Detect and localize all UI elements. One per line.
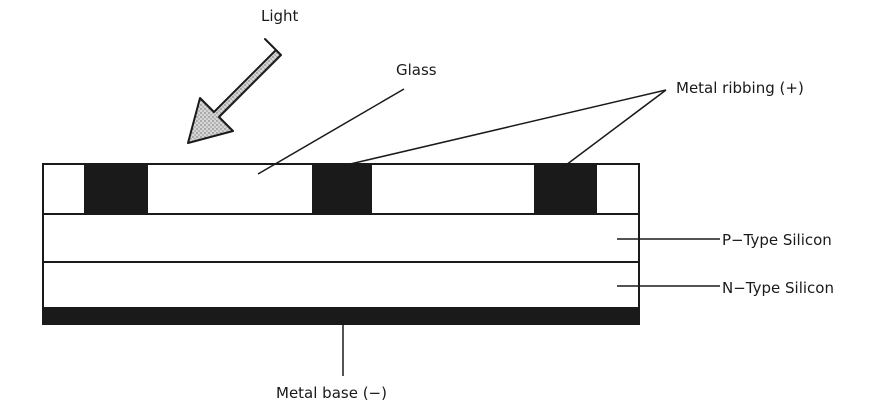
metal-base-layer: [42, 307, 640, 325]
n-type-silicon-layer: [42, 261, 640, 309]
metal-rib-1: [84, 165, 148, 213]
metal-rib-3: [534, 165, 597, 213]
light-label: Light: [261, 7, 299, 25]
p-type-silicon-layer: [42, 213, 640, 263]
ribbing-leader-line-2: [565, 89, 667, 166]
glass-leader-line: [257, 88, 405, 175]
metal-base-label: Metal base (−): [276, 384, 387, 402]
metal-rib-2: [312, 165, 372, 213]
ribbing-leader-line-1: [345, 89, 667, 166]
n-type-silicon-label: N−Type Silicon: [722, 279, 834, 297]
glass-label: Glass: [396, 61, 437, 79]
p-type-silicon-label: P−Type Silicon: [722, 231, 832, 249]
light-arrow: [187, 38, 282, 144]
metal-ribbing-label: Metal ribbing (+): [676, 79, 804, 97]
